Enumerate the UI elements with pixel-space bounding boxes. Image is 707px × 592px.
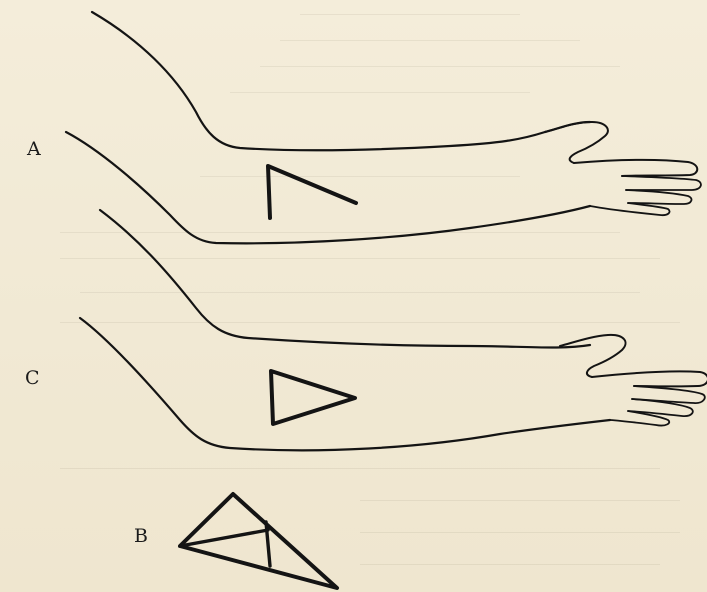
arm-a	[66, 12, 701, 243]
arm-c	[80, 210, 707, 450]
hand-a-finger-2	[626, 190, 691, 204]
angle-a	[268, 166, 356, 218]
hand-a-finger-1	[622, 176, 701, 190]
triangle-c	[271, 371, 355, 424]
figure-label-b: B	[134, 527, 148, 546]
arm-a-upper-contour	[92, 12, 590, 150]
triangle-figure-b	[180, 494, 337, 588]
figure-label-a: A	[27, 140, 41, 159]
hand-a-finger-3	[590, 203, 670, 215]
hand-a	[545, 122, 701, 215]
hand-c-palm	[592, 371, 707, 386]
arm-c-upper-contour	[100, 210, 590, 348]
figure-label-c: C	[25, 369, 40, 388]
arm-a-lower-contour	[66, 132, 590, 243]
hand-c	[560, 335, 707, 426]
arm-c-lower-contour	[80, 318, 610, 450]
hand-a-palm	[574, 160, 697, 176]
hand-c-thumb	[560, 335, 626, 377]
